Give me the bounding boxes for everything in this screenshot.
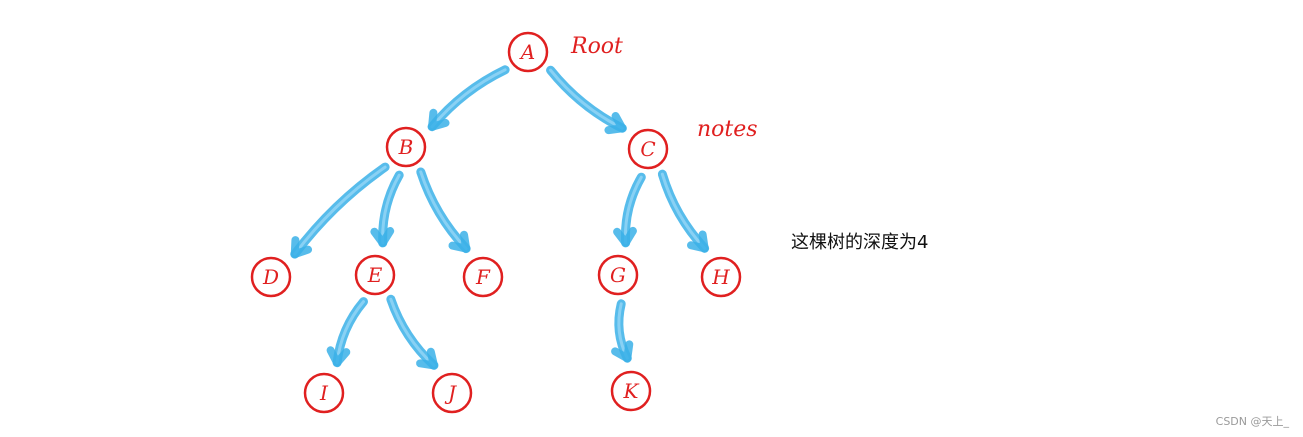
edge-stroke bbox=[416, 167, 471, 254]
edge-stroke bbox=[657, 169, 710, 253]
arrow-head bbox=[448, 230, 471, 253]
edge-highlight bbox=[660, 172, 707, 250]
node-D: D bbox=[250, 256, 292, 298]
node-circle bbox=[700, 256, 742, 298]
edge-highlight bbox=[419, 170, 468, 251]
arrow-head bbox=[370, 227, 395, 247]
arrow-head bbox=[604, 111, 627, 135]
edge-G-K bbox=[611, 299, 634, 363]
node-circle bbox=[250, 256, 292, 298]
node-A: A bbox=[507, 31, 549, 73]
arrow-head bbox=[428, 108, 450, 131]
edge-B-D bbox=[290, 162, 390, 259]
node-label: H bbox=[711, 265, 730, 289]
node-label: K bbox=[623, 379, 640, 403]
edge-highlight bbox=[549, 68, 624, 130]
node-label: D bbox=[262, 265, 279, 289]
edge-stroke bbox=[386, 294, 439, 370]
node-label: B bbox=[398, 135, 414, 159]
tree-edges bbox=[290, 65, 710, 370]
edge-highlight bbox=[430, 68, 507, 129]
node-circle bbox=[431, 372, 473, 414]
node-C: C bbox=[627, 128, 669, 170]
arrow-head bbox=[326, 346, 351, 367]
edge-A-C bbox=[546, 65, 627, 135]
node-circle bbox=[507, 31, 549, 73]
node-circle bbox=[597, 254, 639, 296]
node-E: E bbox=[354, 254, 396, 296]
edge-stroke bbox=[546, 65, 627, 133]
tree-nodes: A B C D E F G H I J K bbox=[250, 31, 742, 414]
node-circle bbox=[627, 128, 669, 170]
edge-B-F bbox=[416, 167, 471, 254]
node-circle bbox=[462, 256, 504, 298]
arrow-head bbox=[290, 236, 313, 259]
node-K: K bbox=[610, 370, 652, 412]
node-label: C bbox=[640, 137, 655, 161]
edge-highlight bbox=[389, 297, 436, 367]
arrow-head bbox=[613, 226, 637, 247]
node-circle bbox=[354, 254, 396, 296]
edge-stroke bbox=[427, 65, 510, 132]
edge-E-J bbox=[386, 294, 439, 370]
nodes-annotation: notes bbox=[697, 117, 758, 142]
root-annotation: Root bbox=[570, 34, 623, 59]
arrow-head bbox=[416, 347, 438, 370]
node-circle bbox=[385, 126, 427, 168]
watermark: CSDN @天上_ bbox=[1215, 415, 1289, 428]
edge-E-I bbox=[326, 297, 368, 368]
node-label: I bbox=[319, 381, 329, 405]
node-G: G bbox=[597, 254, 639, 296]
arrow-head bbox=[686, 230, 709, 253]
arrow-head bbox=[611, 340, 634, 363]
node-H: H bbox=[700, 256, 742, 298]
edge-C-H bbox=[657, 169, 710, 253]
edge-highlight bbox=[293, 165, 387, 256]
node-label: A bbox=[519, 40, 535, 64]
node-I: I bbox=[303, 372, 345, 414]
node-label: G bbox=[610, 263, 626, 287]
node-F: F bbox=[462, 256, 504, 298]
node-B: B bbox=[385, 126, 427, 168]
node-label: E bbox=[367, 263, 383, 287]
edge-A-B bbox=[427, 65, 510, 132]
node-J: J bbox=[431, 372, 473, 414]
node-label: J bbox=[444, 381, 457, 405]
edge-stroke bbox=[290, 162, 390, 259]
edge-B-E bbox=[370, 170, 404, 248]
node-circle bbox=[303, 372, 345, 414]
node-label: F bbox=[475, 265, 491, 289]
node-circle bbox=[610, 370, 652, 412]
edge-C-G bbox=[613, 172, 646, 248]
tree-depth-caption: 这棵树的深度为4 bbox=[791, 232, 929, 253]
